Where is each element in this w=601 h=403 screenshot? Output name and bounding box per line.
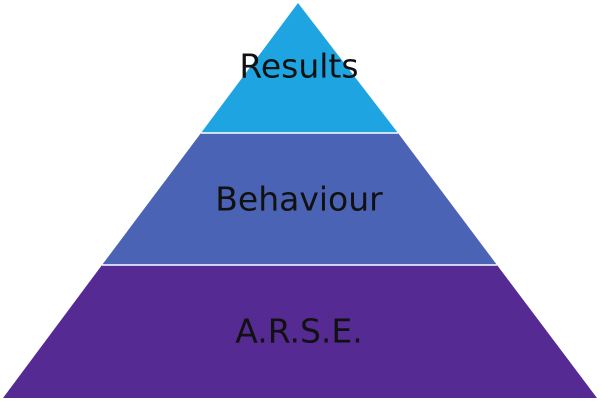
- tier-arse-shape: [3, 265, 597, 398]
- tier-results-shape: [201, 3, 398, 133]
- tier-results-label: Results: [239, 47, 358, 86]
- tier-behaviour-shape: [102, 133, 497, 265]
- tier-behaviour-label: Behaviour: [215, 180, 383, 219]
- tier-arse-label: A.R.S.E.: [235, 312, 363, 351]
